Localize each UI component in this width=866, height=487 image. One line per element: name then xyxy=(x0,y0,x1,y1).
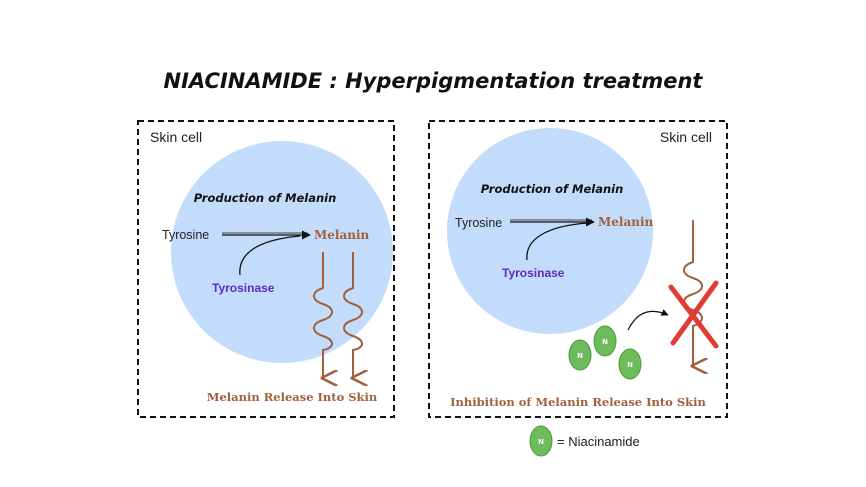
right-caption: Inhibition of Melanin Release Into Skin xyxy=(450,395,706,409)
left-enzyme-curve xyxy=(239,235,301,276)
left-panel: Skin cell Production of Melanin Tyrosine… xyxy=(137,120,395,418)
right-enzyme-curve xyxy=(526,222,589,261)
left-caption: Melanin Release Into Skin xyxy=(207,390,378,404)
left-panel-border xyxy=(137,120,395,418)
right-panel-border xyxy=(428,120,728,418)
left-cell-body xyxy=(171,141,393,363)
right-tyrosine-label: Tyrosine xyxy=(455,216,502,230)
right-melanin-release-arrow xyxy=(683,220,702,366)
niacinamide-molecule: N xyxy=(593,325,617,357)
left-tyrosine-label: Tyrosine xyxy=(162,228,209,242)
niacinamide-molecule: N xyxy=(618,348,642,380)
legend: N = Niacinamide xyxy=(529,425,640,457)
left-melanin-release-arrow-2 xyxy=(343,252,362,378)
right-tyrosinase-label: Tyrosinase xyxy=(502,266,565,280)
right-cell-label: Skin cell xyxy=(660,129,712,145)
legend-label: = Niacinamide xyxy=(557,434,640,449)
diagram-title: NIACINAMIDE : Hyperpigmentation treatmen… xyxy=(164,69,704,93)
left-melanin-label: Melanin xyxy=(314,228,370,242)
inhibition-cross-icon xyxy=(668,280,719,349)
niacinamide-molecule: N xyxy=(568,339,592,371)
svg-text:N: N xyxy=(627,361,633,369)
left-tyrosinase-label: Tyrosinase xyxy=(212,281,275,295)
svg-text:N: N xyxy=(577,352,583,360)
left-cell-label: Skin cell xyxy=(150,129,202,145)
left-heading: Production of Melanin xyxy=(194,191,337,205)
right-melanin-label: Melanin xyxy=(598,215,654,229)
left-melanin-release-arrow-1 xyxy=(313,252,332,378)
right-panel: Skin cell Production of Melanin Tyrosine… xyxy=(428,120,728,418)
inhibition-pointer-arrow xyxy=(627,309,669,331)
legend-niacinamide-symbol: N xyxy=(529,425,553,457)
svg-text:N: N xyxy=(602,338,608,346)
svg-text:N: N xyxy=(538,438,544,446)
right-heading: Production of Melanin xyxy=(481,182,624,196)
